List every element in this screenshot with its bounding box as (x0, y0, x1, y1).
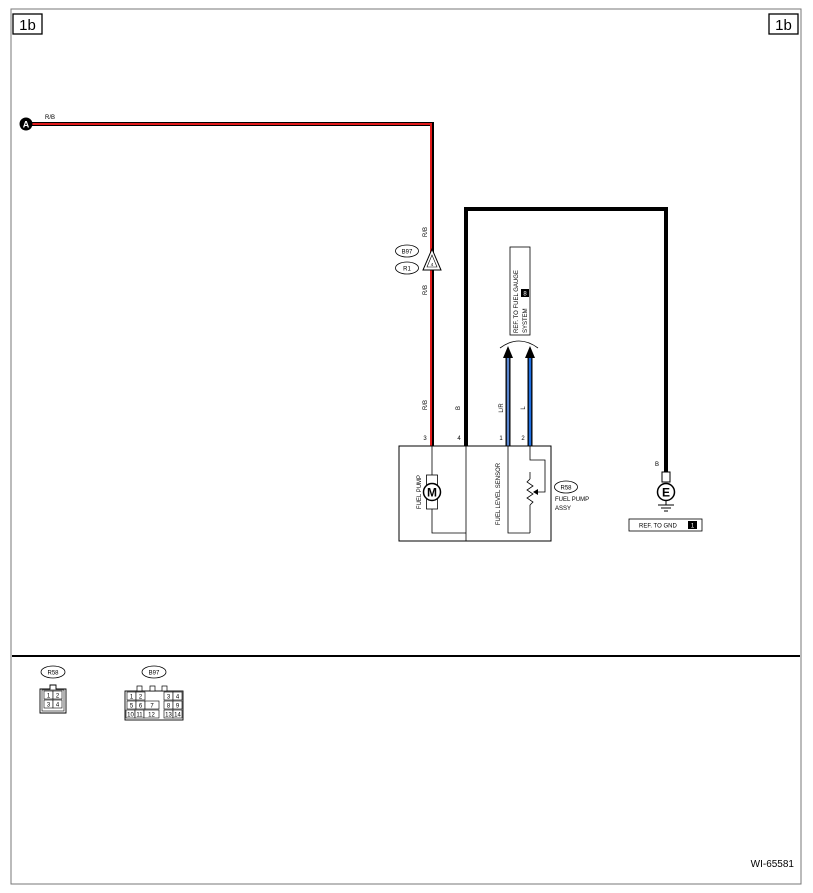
rb-wire (26, 122, 434, 446)
pin-4: 4 (457, 436, 461, 442)
l-wire (525, 346, 535, 446)
page-ref-right: 1b (768, 13, 799, 35)
svg-text:R58: R58 (47, 671, 59, 677)
connector-face-b97-badge: B97 (141, 665, 167, 679)
svg-text:1: 1 (47, 694, 51, 700)
svg-text:3: 3 (47, 703, 51, 709)
ground-terminal (661, 471, 671, 483)
svg-text:12: 12 (148, 713, 155, 719)
svg-text:9: 9 (176, 704, 180, 710)
fuel-pump-assy-box (398, 445, 552, 542)
ground-symbol: E (656, 482, 676, 512)
pin-1: 1 (499, 436, 503, 442)
connector-badge-b97: B97 (395, 244, 419, 258)
svg-text:R1: R1 (403, 267, 411, 273)
lr-wire (503, 346, 513, 446)
page-ref-left: 1b (12, 13, 43, 35)
wire-label-rb-lower: R/B (423, 400, 429, 410)
fuel-level-sensor-label: FUEL LEVEL SENSOR (496, 462, 502, 525)
assy-name: FUEL PUMP (555, 497, 589, 503)
svg-text:8: 8 (167, 704, 171, 710)
wire-label-l: L (521, 406, 527, 410)
sensor-circuit-right (529, 446, 546, 493)
page-frame (10, 8, 802, 885)
svg-text:13: 13 (165, 713, 172, 719)
fuel-pump-label: FUEL PUMP (417, 475, 423, 509)
ref-to-gnd-box: REF. TO GND 1 (628, 518, 703, 532)
wire-label-b-ground: B (655, 462, 659, 468)
wire-label-rb-upper: R/B (423, 227, 429, 237)
connector-face-r58: 1 2 3 4 (39, 684, 67, 714)
svg-text:11: 11 (136, 713, 143, 719)
svg-text:2: 2 (56, 694, 60, 700)
svg-text:8: 8 (523, 292, 527, 298)
svg-text:3: 3 (167, 695, 171, 701)
svg-text:1: 1 (691, 524, 695, 530)
svg-text:7: 7 (150, 704, 154, 710)
pin-3: 3 (423, 436, 427, 442)
connection-point-a: A (19, 117, 33, 131)
svg-text:E: E (662, 486, 670, 500)
ref-fuel-gauge-box: REF. TO FUEL GAUGE SYSTEM 8 (509, 246, 531, 336)
assy-name2: ASSY (555, 506, 571, 512)
assy-badge-r58: R58 (554, 480, 578, 494)
svg-text:4: 4 (176, 695, 180, 701)
pin-2: 2 (521, 436, 525, 442)
svg-text:10: 10 (127, 713, 134, 719)
sensor-circuit-left (507, 446, 530, 534)
bracket-arc (499, 340, 539, 349)
svg-text:4: 4 (56, 703, 60, 709)
svg-text:6: 6 (139, 704, 143, 710)
svg-text:1b: 1b (775, 17, 792, 34)
svg-text:B97: B97 (402, 250, 413, 256)
wire-label-lr: L/R (499, 403, 505, 413)
connector-badge-r1: R1 (395, 261, 419, 275)
svg-text:1: 1 (130, 695, 134, 701)
svg-text:REF. TO FUEL GAUGE: REF. TO FUEL GAUGE (514, 270, 520, 333)
svg-text:A: A (23, 120, 30, 130)
svg-text:14: 14 (174, 713, 181, 719)
svg-text:M: M (427, 486, 437, 500)
svg-text:2: 2 (139, 695, 143, 701)
svg-text:REF. TO GND: REF. TO GND (639, 524, 677, 530)
junction-connector-triangle: 4 (422, 247, 442, 271)
variable-resistor (526, 472, 538, 533)
svg-text:1b: 1b (19, 17, 36, 34)
svg-text:B97: B97 (149, 671, 160, 677)
wire-label-rb-mid: R/B (423, 285, 429, 295)
svg-text:4: 4 (431, 262, 434, 267)
connector-face-r58-badge: R58 (40, 665, 66, 679)
connector-face-b97: 1 2 3 4 5 6 7 8 9 10 11 12 13 14 (124, 685, 184, 721)
svg-text:R58: R58 (560, 486, 572, 492)
svg-text:SYSTEM: SYSTEM (523, 308, 529, 333)
wire-label-rb-top: R/B (45, 115, 55, 121)
svg-text:5: 5 (130, 704, 134, 710)
figure-id: WI-65581 (751, 859, 795, 870)
motor-symbol: M (422, 474, 442, 510)
b-wire-ground (464, 207, 668, 472)
wire-label-b-pump: B (456, 406, 462, 410)
